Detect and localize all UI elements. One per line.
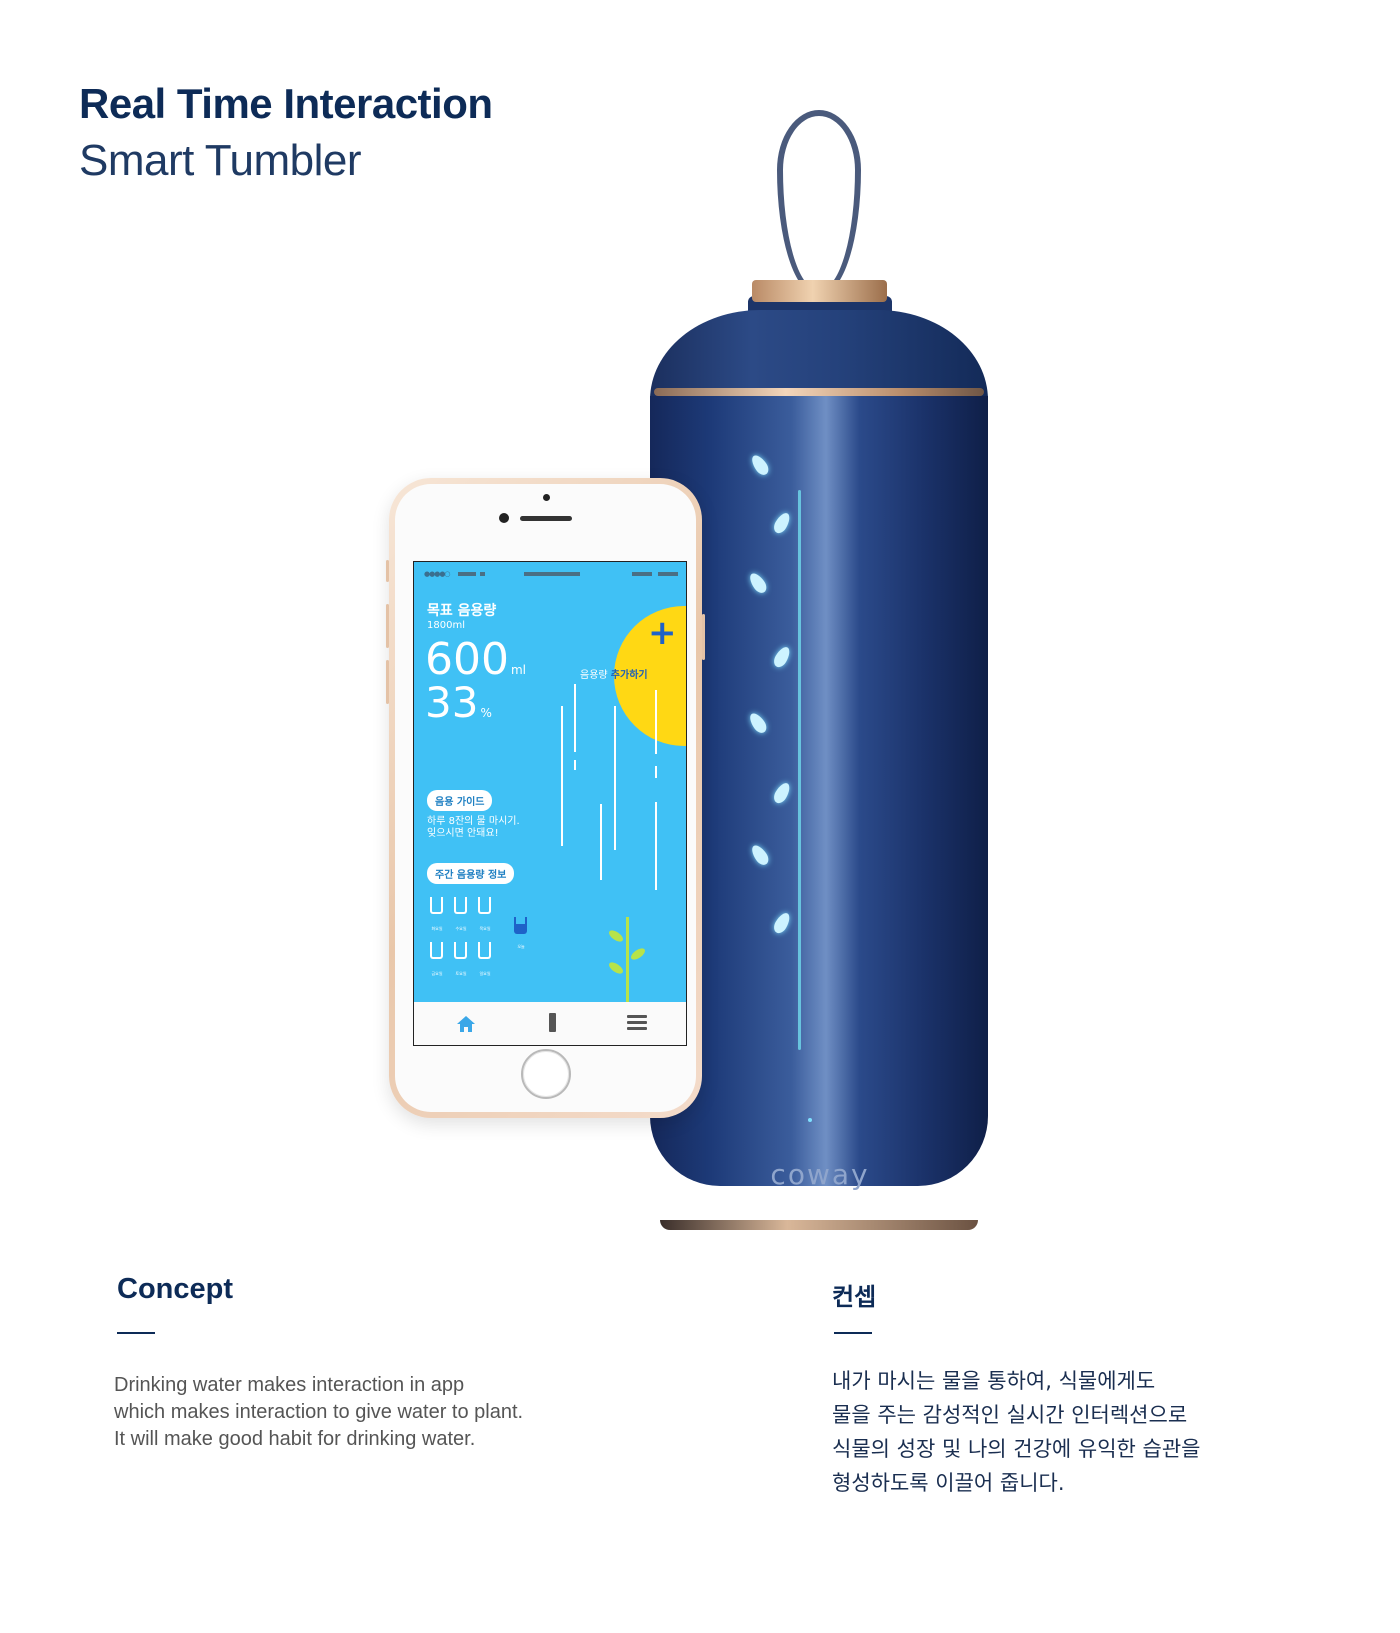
phone-speaker xyxy=(520,516,572,521)
concept-line: 내가 마시는 물을 통하여, 식물에게도 xyxy=(832,1369,1156,1393)
cup-icon xyxy=(478,942,491,959)
intake-number: 600 xyxy=(425,634,509,685)
day-label: 토요일 xyxy=(455,971,467,976)
tumbler-knob xyxy=(752,280,887,302)
add-intake-prefix: 음용량 xyxy=(580,670,608,681)
rain-drop xyxy=(655,802,657,890)
concept-title-en: Concept xyxy=(117,1273,233,1305)
plant-leaf-icon xyxy=(629,946,647,962)
phone-power-button xyxy=(702,614,705,660)
day-label: 수요일 xyxy=(455,926,467,931)
tumbler-carry-loop xyxy=(777,110,861,295)
status-right xyxy=(632,572,652,576)
divider xyxy=(834,1332,872,1334)
concept-line: 식물의 성장 및 나의 건강에 유익한 습관을 xyxy=(832,1437,1201,1461)
goal-title: 목표 음용량 xyxy=(427,603,497,619)
rain-drop xyxy=(655,766,657,778)
tumbler-indicator-light xyxy=(808,1118,812,1122)
page-title: Real Time Interaction xyxy=(79,80,493,127)
tumbler-base xyxy=(660,1220,978,1230)
add-intake-action: 추가하기 xyxy=(610,670,648,681)
battery-icon[interactable] xyxy=(549,1013,556,1032)
phone-sensor xyxy=(543,494,550,501)
guide-line: 잊으시면 안돼요! xyxy=(427,828,499,839)
plant-stem xyxy=(626,917,629,1002)
cup-icon xyxy=(478,897,491,914)
rain-drop xyxy=(614,706,616,850)
plus-icon[interactable]: + xyxy=(648,613,677,653)
battery-indicator xyxy=(658,572,678,576)
rain-drop xyxy=(561,706,563,846)
clock-placeholder xyxy=(524,572,580,576)
guide-text: 하루 8잔의 물 마시기. 잊으시면 안돼요! xyxy=(427,816,577,840)
intake-unit: ml xyxy=(510,663,527,677)
concept-line: 물을 주는 감성적인 실시간 인터렉션으로 xyxy=(832,1403,1188,1427)
status-bar: ●●●●○ xyxy=(414,562,686,582)
home-button[interactable] xyxy=(521,1049,571,1099)
goal-amount: 1800ml xyxy=(427,620,465,631)
cup-icon xyxy=(430,942,443,959)
concept-line: 형성하도록 이끌어 줍니다. xyxy=(832,1471,1065,1495)
rain-drop xyxy=(655,690,657,754)
signal-icon: ●●●●○ xyxy=(424,570,451,578)
intake-percent: 33% xyxy=(425,680,492,736)
concept-text-en: Drinking water makes interaction in app … xyxy=(114,1372,594,1453)
tab-bar xyxy=(414,1002,686,1045)
menu-icon[interactable] xyxy=(627,1015,647,1031)
tumbler-gold-ring xyxy=(654,388,984,396)
concept-title-ko: 컨셉 xyxy=(832,1283,877,1311)
concept-line: It will make good habit for drinking wat… xyxy=(114,1428,476,1450)
tumbler-plant-stem xyxy=(798,490,801,1050)
cup-icon xyxy=(454,942,467,959)
smart-tumbler: coway xyxy=(650,110,990,1230)
rain-drop xyxy=(600,804,602,880)
rain-drop xyxy=(574,684,576,752)
day-label: 금요일 xyxy=(431,971,443,976)
tumbler-body xyxy=(650,396,988,1186)
phone-camera xyxy=(499,513,509,523)
guide-pill: 음용 가이드 xyxy=(427,790,493,811)
add-intake-label[interactable]: 음용량 추가하기 xyxy=(580,666,648,681)
plant-leaf-icon xyxy=(607,928,625,944)
concept-line: which makes interaction to give water to… xyxy=(114,1401,524,1423)
concept-text-ko: 내가 마시는 물을 통하여, 식물에게도 물을 주는 감성적인 실시간 인터렉션… xyxy=(832,1364,1252,1500)
divider xyxy=(117,1332,155,1334)
percent-unit: % xyxy=(480,706,492,720)
cup-icon xyxy=(454,897,467,914)
home-icon[interactable] xyxy=(456,1014,476,1034)
today-cup-icon xyxy=(514,917,527,934)
day-label: 목요일 xyxy=(479,926,491,931)
page-subtitle: Smart Tumbler xyxy=(79,136,362,185)
phone-volume-down xyxy=(386,660,389,704)
weekly-pill[interactable]: 주간 음용량 정보 xyxy=(427,863,515,884)
phone-volume-up xyxy=(386,604,389,648)
day-label: 일요일 xyxy=(479,971,491,976)
guide-line: 하루 8잔의 물 마시기. xyxy=(427,816,520,827)
today-label: 오늘 xyxy=(517,944,525,949)
rain-drop xyxy=(574,760,576,770)
plant-leaf-icon xyxy=(607,960,625,976)
concept-line: Drinking water makes interaction in app xyxy=(114,1374,465,1396)
carrier-indicator xyxy=(458,572,476,576)
phone-mute-switch xyxy=(386,560,389,582)
cup-icon xyxy=(430,897,443,914)
day-label: 화요일 xyxy=(431,926,443,931)
tumbler-brand-logo: coway xyxy=(770,1158,870,1191)
wifi-icon xyxy=(480,572,485,576)
percent-number: 33 xyxy=(425,678,479,727)
